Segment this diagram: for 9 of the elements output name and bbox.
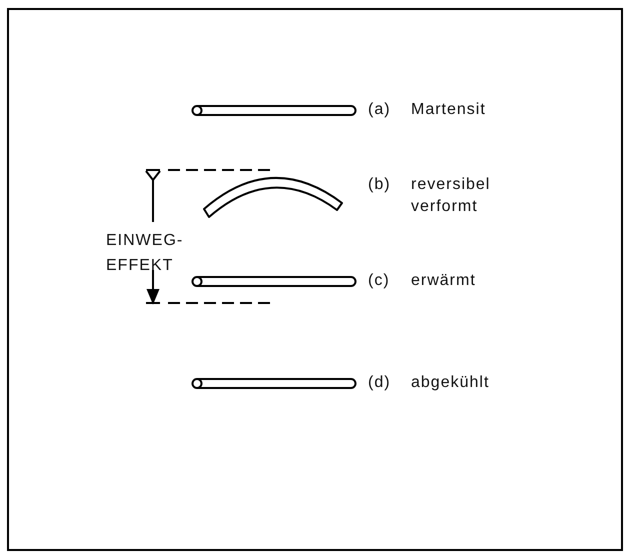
state-label: Martensit [411,100,486,120]
panel-letter: (c) [368,271,390,291]
state-label: abgekühlt [411,373,490,393]
effect-label: EINWEG- EFFEKT [106,231,184,276]
state-label: erwärmt [411,271,476,291]
panel-letter: (b) [368,175,391,195]
panel-letter: (a) [368,100,391,120]
panel-letter: (d) [368,373,391,393]
state-label: reversibel verformt [411,175,492,217]
